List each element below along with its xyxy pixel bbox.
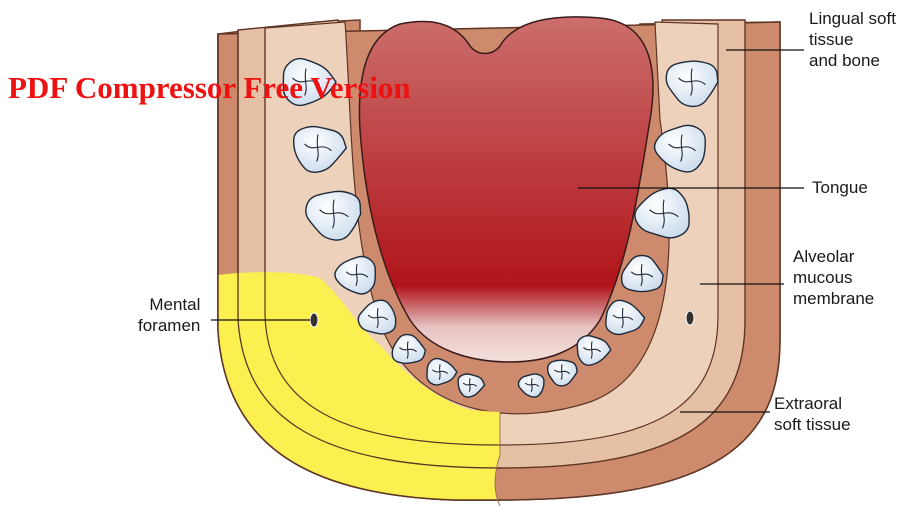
- watermark: PDF Compressor Free Version: [8, 70, 411, 106]
- label-extraoral-soft-tissue: Extraoral soft tissue: [774, 393, 851, 435]
- label-alveolar-mucous-membrane: Alveolar mucous membrane: [793, 246, 874, 309]
- label-tongue: Tongue: [812, 177, 868, 198]
- label-mental-foramen: Mental foramen: [138, 294, 200, 336]
- mental-foramen-right: [686, 311, 694, 325]
- mental-foramen-left: [310, 313, 318, 327]
- label-lingual-soft-tissue: Lingual soft tissue and bone: [809, 8, 896, 71]
